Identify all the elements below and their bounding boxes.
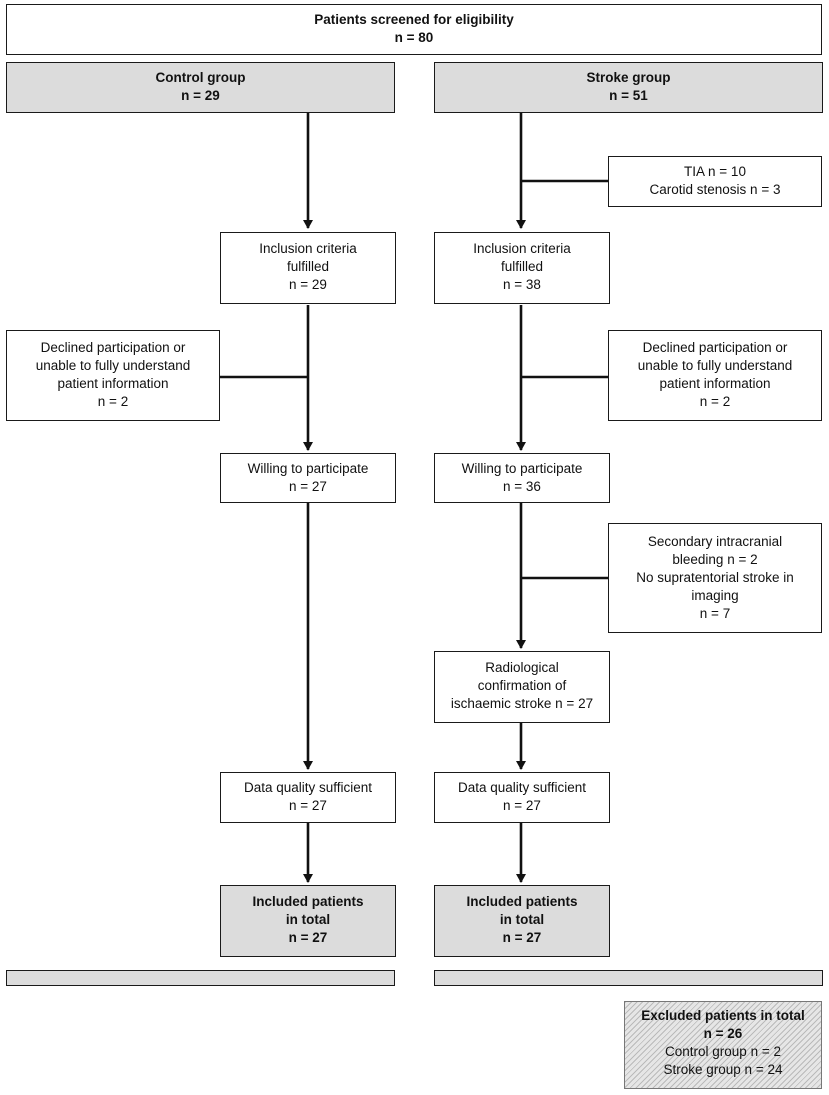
stroke-declined-label-1: Declined participation or (642, 340, 788, 355)
stroke-included-label-1: Included patients (466, 894, 578, 909)
control-declined-label-2: unable to fully understand (35, 358, 191, 373)
excluded-stroke-count: Stroke group n = 24 (663, 1062, 783, 1077)
control-declined-count: n = 2 (97, 394, 129, 409)
control-group-count: n = 29 (181, 88, 220, 103)
stroke-inclusion-count: n = 38 (503, 277, 541, 292)
stroke-willing-count: n = 36 (503, 479, 541, 494)
control-inclusion-box: Inclusion criteria fulfilled n = 29 (220, 232, 396, 304)
screened-box: Patients screened for eligibility n = 80 (6, 4, 822, 55)
screened-label: Patients screened for eligibility (314, 12, 514, 27)
control-inclusion-label: Inclusion criteria (259, 241, 357, 256)
control-group-box: Control group n = 29 (6, 62, 395, 113)
control-quality-label: Data quality sufficient (243, 780, 373, 795)
tia-count: TIA n = 10 (684, 164, 746, 179)
stroke-inclusion-label-2: fulfilled (500, 259, 544, 274)
stroke-quality-box: Data quality sufficient n = 27 (434, 772, 610, 823)
control-included-count: n = 27 (288, 930, 328, 945)
stroke-group-label: Stroke group (586, 70, 671, 85)
stroke-excluded-imaging-box: Secondary intracranial bleeding n = 2 No… (608, 523, 822, 633)
excluded-total-label: Excluded patients in total (641, 1008, 805, 1023)
no-stroke-count: n = 7 (699, 606, 731, 621)
control-included-label-1: Included patients (252, 894, 364, 909)
stroke-included-label-2: in total (499, 912, 545, 927)
no-stroke-label-2: imaging (691, 588, 739, 603)
stroke-inclusion-box: Inclusion criteria fulfilled n = 38 (434, 232, 610, 304)
excluded-total-count: n = 26 (703, 1026, 743, 1041)
stroke-excluded-tia-box: TIA n = 10 Carotid stenosis n = 3 (608, 156, 822, 207)
control-group-label: Control group (155, 70, 246, 85)
stroke-footer-bar (434, 970, 823, 986)
control-declined-label-1: Declined participation or (40, 340, 186, 355)
bleeding-count: bleeding n = 2 (672, 552, 758, 567)
screened-count: n = 80 (394, 30, 434, 45)
stroke-included-count: n = 27 (502, 930, 542, 945)
stroke-group-box: Stroke group n = 51 (434, 62, 823, 113)
stroke-declined-box: Declined participation or unable to full… (608, 330, 822, 421)
control-quality-box: Data quality sufficient n = 27 (220, 772, 396, 823)
stroke-declined-label-2: unable to fully understand (637, 358, 793, 373)
control-willing-box: Willing to participate n = 27 (220, 453, 396, 503)
radiological-label-1: Radiological (485, 660, 559, 675)
control-inclusion-label-2: fulfilled (286, 259, 330, 274)
stroke-willing-label: Willing to participate (461, 461, 583, 476)
control-footer-bar (6, 970, 395, 986)
stroke-radiological-box: Radiological confirmation of ischaemic s… (434, 651, 610, 723)
radiological-label-2: confirmation of (477, 678, 567, 693)
stroke-included-box: Included patients in total n = 27 (434, 885, 610, 957)
control-quality-count: n = 27 (289, 798, 327, 813)
control-included-label-2: in total (285, 912, 331, 927)
stroke-willing-box: Willing to participate n = 36 (434, 453, 610, 503)
control-declined-box: Declined participation or unable to full… (6, 330, 220, 421)
stroke-inclusion-label: Inclusion criteria (473, 241, 571, 256)
stroke-quality-count: n = 27 (503, 798, 541, 813)
excluded-control-count: Control group n = 2 (665, 1044, 781, 1059)
stroke-declined-label-3: patient information (659, 376, 771, 391)
control-declined-label-3: patient information (57, 376, 169, 391)
stroke-quality-label: Data quality sufficient (457, 780, 587, 795)
control-willing-label: Willing to participate (247, 461, 369, 476)
control-inclusion-count: n = 29 (289, 277, 327, 292)
excluded-total-box: Excluded patients in total n = 26 Contro… (624, 1001, 822, 1089)
bleeding-label: Secondary intracranial (647, 534, 783, 549)
radiological-count: ischaemic stroke n = 27 (450, 696, 594, 711)
control-willing-count: n = 27 (289, 479, 327, 494)
control-included-box: Included patients in total n = 27 (220, 885, 396, 957)
no-stroke-label: No supratentorial stroke in (636, 570, 794, 585)
stroke-group-count: n = 51 (609, 88, 648, 103)
stroke-declined-count: n = 2 (699, 394, 731, 409)
carotid-stenosis-count: Carotid stenosis n = 3 (649, 182, 781, 197)
